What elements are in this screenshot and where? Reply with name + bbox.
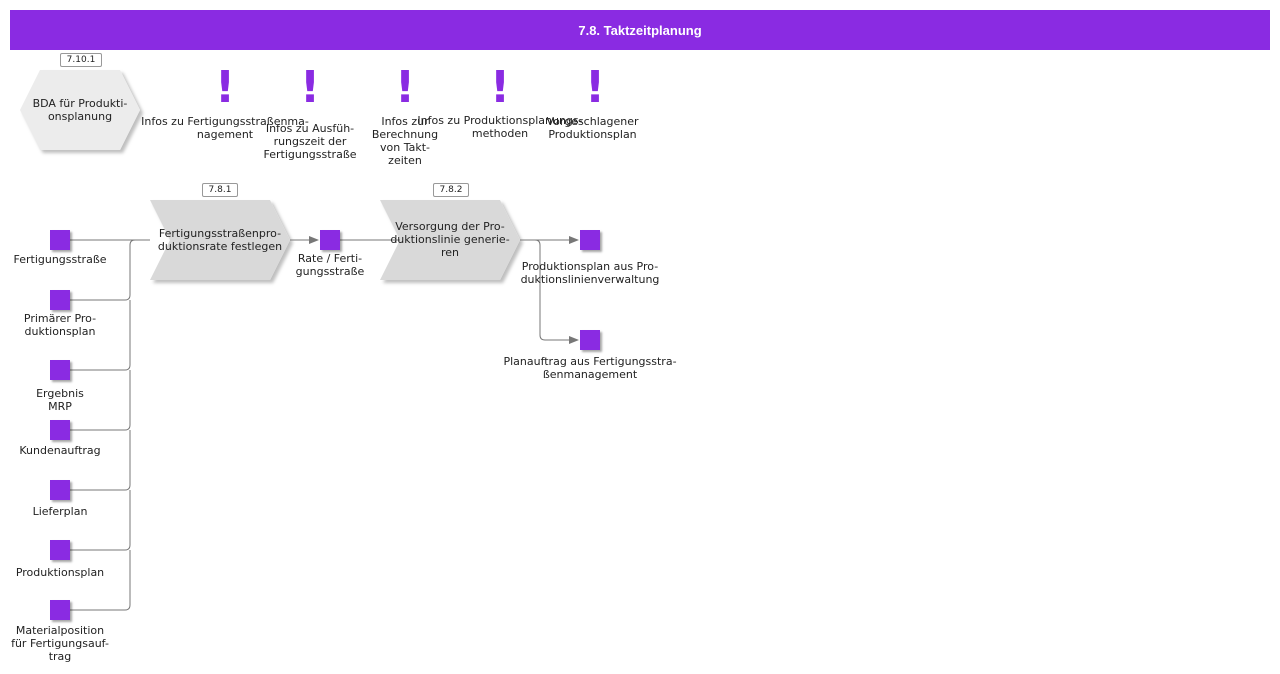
input-object[interactable] xyxy=(50,290,70,310)
input-label: Primärer Pro- duktionsplan xyxy=(23,312,97,338)
process-chevron-7-8-2[interactable] xyxy=(380,200,520,280)
exclamation-icon[interactable]: ! xyxy=(395,62,416,113)
input-label: Fertigungsstraße xyxy=(13,253,107,266)
output-object[interactable] xyxy=(580,230,600,250)
input-label: Produktionsplan xyxy=(15,566,105,579)
info-item-label: Infos zu Ausfüh- rungszeit der Fertigung… xyxy=(263,122,357,161)
event-id-tag: 7.10.1 xyxy=(60,53,102,67)
input-connectors xyxy=(70,239,150,611)
page-title: 7.8. Taktzeitplanung xyxy=(10,10,1270,50)
process-id-tag: 7.8.1 xyxy=(202,183,238,197)
input-object[interactable] xyxy=(50,360,70,380)
input-object[interactable] xyxy=(50,480,70,500)
input-label: Materialposition für Fertigungsauf- trag xyxy=(11,624,109,663)
input-label: Ergebnis MRP xyxy=(36,387,84,413)
exclamation-icon[interactable]: ! xyxy=(490,62,511,113)
exclamation-icon[interactable]: ! xyxy=(300,62,321,113)
info-item-label: Infos zu Fertigungsstraßenma- nagement xyxy=(141,115,309,141)
output-label: Produktionsplan aus Pro- duktionslinienv… xyxy=(520,260,660,286)
process-id-tag: 7.8.2 xyxy=(433,183,469,197)
info-item-label: Vorgeschlagener Produktionsplan xyxy=(546,115,639,141)
process-chevron-7-8-1[interactable] xyxy=(150,200,290,280)
output-label: Planauftrag aus Fertigungsstra- ßenmanag… xyxy=(503,355,677,381)
info-item-label: Infos zu Produktionsplanungs- methoden xyxy=(417,114,583,140)
output-object[interactable] xyxy=(580,330,600,350)
exclamation-icon[interactable]: ! xyxy=(585,62,606,113)
process-label[interactable]: Versorgung der Pro- duktionslinie generi… xyxy=(390,220,510,259)
info-item-label: Infos zur Berechnung von Takt- zeiten xyxy=(371,115,439,167)
input-object[interactable] xyxy=(50,420,70,440)
input-object[interactable] xyxy=(50,600,70,620)
process-label[interactable]: Fertigungsstraßenpro- duktionsrate festl… xyxy=(157,227,283,253)
exclamation-icon[interactable]: ! xyxy=(215,62,236,113)
input-label: Kundenauftrag xyxy=(19,444,101,457)
input-object[interactable] xyxy=(50,540,70,560)
input-label: Lieferplan xyxy=(32,505,88,518)
input-object[interactable] xyxy=(50,230,70,250)
intermediate-label: Rate / Ferti- gungsstraße xyxy=(295,252,365,278)
flow-connectors xyxy=(290,236,579,344)
intermediate-object[interactable] xyxy=(320,230,340,250)
event-hexagon[interactable] xyxy=(20,70,140,150)
event-label: BDA für Produkti- onsplanung xyxy=(32,97,128,123)
